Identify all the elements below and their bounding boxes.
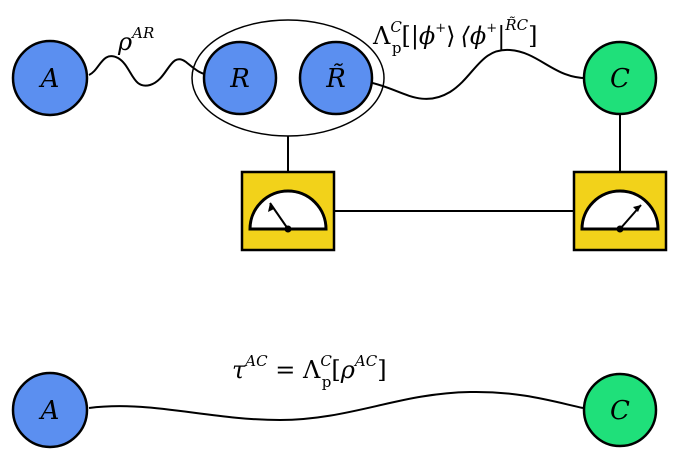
node-r-tilde-label: R̃	[325, 63, 346, 94]
node-c-top: C	[582, 40, 658, 116]
node-a-top-circle	[11, 39, 89, 117]
node-a-top: A	[11, 39, 89, 117]
node-a-top-label: A	[39, 64, 60, 94]
wire-rtilde-to-c	[367, 48, 591, 100]
node-c-top-circle	[582, 40, 658, 116]
node-r-circle	[202, 40, 278, 116]
meter-icon-right	[572, 170, 668, 252]
node-c-bottom: C	[582, 372, 658, 448]
node-r-label: R	[229, 64, 250, 94]
node-r-tilde-circle	[298, 40, 374, 116]
node-a-bottom: A	[11, 371, 89, 449]
node-a-bottom-circle	[11, 371, 89, 449]
node-r-tilde: R̃	[298, 40, 374, 116]
node-c-bottom-circle	[582, 372, 658, 448]
state-label-rho-ar: ρAR	[117, 24, 154, 56]
node-c-top-label: C	[610, 64, 630, 94]
node-r: R	[202, 40, 278, 116]
meter-icon-left	[240, 170, 336, 252]
wire-a-to-c-bottom	[88, 390, 584, 422]
node-a-bottom-label: A	[39, 396, 60, 426]
node-c-bottom-label: C	[610, 396, 630, 426]
